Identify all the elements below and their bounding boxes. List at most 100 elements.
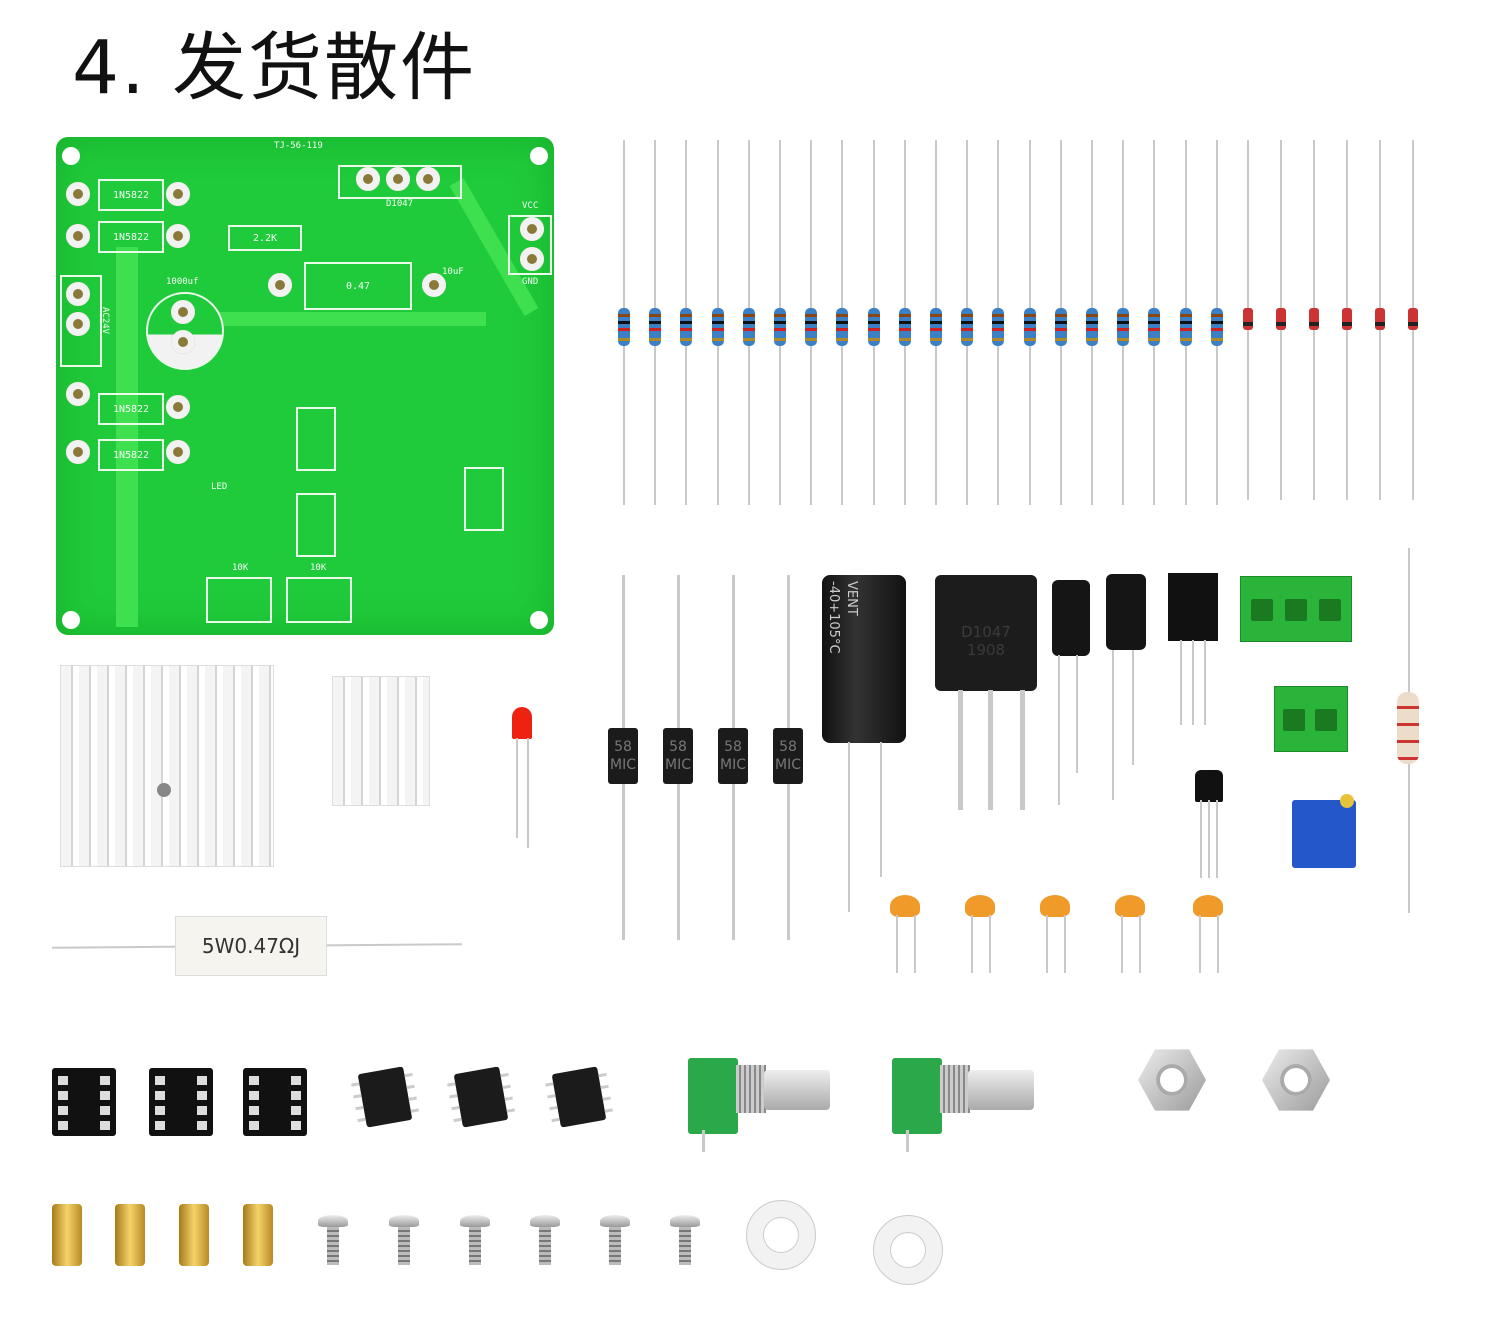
transistor-lead — [958, 690, 963, 810]
transistor-lead — [988, 690, 993, 810]
solder-pad — [520, 217, 544, 241]
transistor-lead — [1200, 800, 1202, 878]
trace — [116, 247, 138, 627]
transistor-lead — [1192, 640, 1194, 725]
cap-lead — [848, 742, 850, 912]
solder-pad — [416, 167, 440, 191]
silk-cap2-label: 10uF — [442, 267, 464, 277]
resistor — [711, 308, 724, 346]
rotary-potentiometer — [688, 1058, 738, 1134]
red-led — [512, 707, 532, 739]
screw — [460, 1215, 490, 1265]
cap-lead — [971, 915, 973, 973]
pot-shaft — [764, 1070, 830, 1110]
ic-socket — [149, 1068, 213, 1136]
resistor — [930, 308, 942, 346]
pot-lead — [906, 1130, 909, 1152]
small-electrolytic-capacitor — [1052, 580, 1090, 656]
silk-gnd-label: GND — [522, 277, 539, 287]
solder-pad — [66, 382, 90, 406]
solder-pad — [171, 300, 195, 324]
hex-nut — [1138, 1049, 1206, 1111]
small-diode — [1276, 308, 1286, 330]
solder-pad — [166, 182, 190, 206]
small-heatsink — [332, 676, 430, 806]
solder-pad — [66, 224, 90, 248]
ceramic-capacitor — [965, 895, 995, 917]
resistor — [1179, 308, 1192, 346]
ceramic-capacitor — [1193, 895, 1223, 917]
screw — [670, 1215, 700, 1265]
solder-pad — [66, 282, 90, 306]
heatsink-hole — [157, 783, 171, 797]
cap-print: VENT — [844, 581, 859, 616]
transistor-lead — [1020, 690, 1025, 810]
solder-pad — [268, 273, 292, 297]
cap-lead — [1121, 915, 1123, 973]
solder-pad — [356, 167, 380, 191]
silk-resistor: 2.2K — [228, 225, 302, 251]
cap-lead — [1058, 655, 1060, 805]
cap-lead — [1199, 915, 1201, 973]
pot-thread — [736, 1065, 766, 1113]
page-title: 4. 发货散件 — [72, 25, 477, 111]
brass-standoff — [52, 1204, 82, 1266]
resistor — [1117, 308, 1130, 346]
cap-print: -40+105°C — [826, 581, 841, 654]
solder-pad — [386, 167, 410, 191]
solder-pad — [520, 247, 544, 271]
resistor — [898, 308, 911, 346]
small-transistor — [1195, 770, 1223, 802]
resistor — [1086, 308, 1098, 346]
cap-lead — [1139, 915, 1141, 973]
silk-resistor: 0.47 — [304, 262, 412, 310]
ic-socket — [243, 1068, 307, 1136]
silk-ic — [296, 407, 336, 471]
pot-lead — [702, 1130, 705, 1152]
ceramic-capacitor — [1040, 895, 1070, 917]
transistor-lead — [1216, 800, 1218, 878]
resistor — [961, 308, 974, 346]
cap-lead — [914, 915, 916, 973]
mount-hole — [530, 611, 548, 629]
silk-vcc-label: VCC — [522, 201, 539, 211]
mount-hole — [62, 611, 80, 629]
diode-print: 58 — [614, 739, 632, 755]
silk-cap-label: 1000uf — [166, 277, 199, 287]
screw — [600, 1215, 630, 1265]
silk-pot-label: 10K — [232, 563, 249, 573]
transistor-lead — [1208, 800, 1210, 878]
mount-hole — [62, 147, 80, 165]
rotary-potentiometer — [892, 1058, 942, 1134]
resistor — [805, 308, 818, 346]
dip8-ic — [351, 1066, 420, 1128]
small-diode — [1342, 308, 1352, 330]
washer — [873, 1215, 943, 1285]
resistor — [1210, 308, 1223, 346]
silk-output-connector — [508, 215, 552, 275]
cap-lead — [1076, 655, 1078, 773]
silk-diode: 1N5822 — [98, 221, 164, 253]
solder-pad — [171, 330, 195, 354]
medium-transistor — [1168, 573, 1218, 641]
diode-print: MIC — [610, 757, 636, 773]
transistor-lead — [1204, 640, 1206, 725]
cap-lead — [1112, 650, 1114, 800]
silk-ac-connector — [60, 275, 102, 367]
solder-pad — [422, 273, 446, 297]
silk-pot — [286, 577, 352, 623]
resistor — [1023, 308, 1036, 346]
trace — [186, 312, 486, 326]
hex-nut — [1262, 1049, 1330, 1111]
diode-print: MIC — [720, 757, 746, 773]
silk-ac-label: AC24V — [100, 307, 110, 335]
screw — [530, 1215, 560, 1265]
resistor — [836, 308, 849, 346]
ceramic-capacitor — [890, 895, 920, 917]
pcb-board: TJ-56-119 1N5822 1N5822 1N5822 1N5822 2.… — [56, 137, 554, 635]
cap-lead — [896, 915, 898, 973]
resistor — [774, 308, 786, 346]
